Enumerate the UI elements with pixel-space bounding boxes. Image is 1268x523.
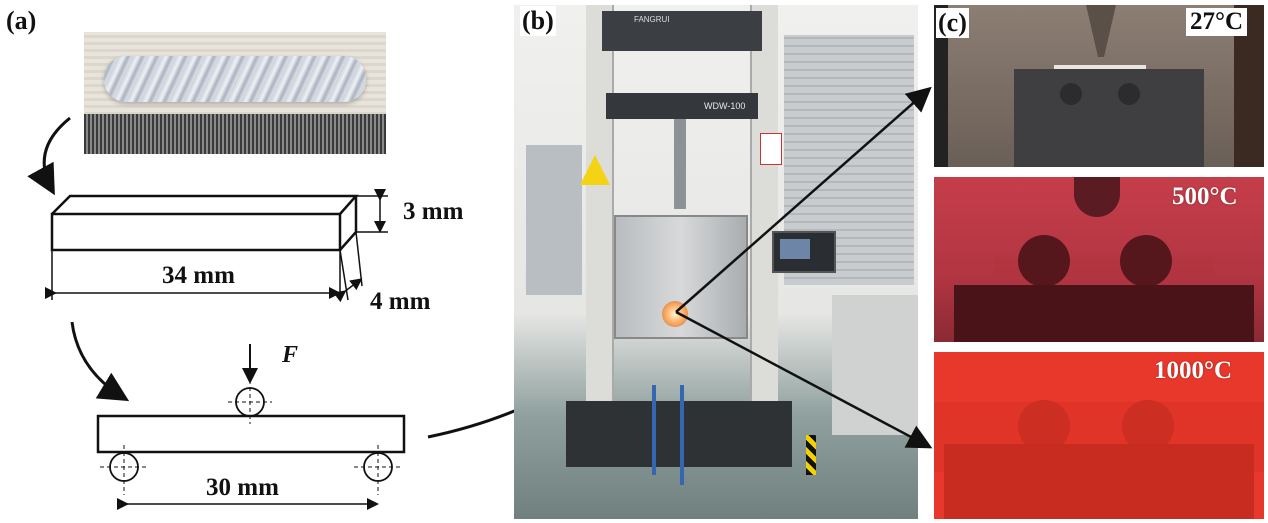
dim-height [356, 189, 388, 233]
height-label: 3 mm [403, 198, 464, 225]
specimen-bar-3d [50, 194, 359, 252]
panel-a-label: (a) [6, 6, 37, 35]
curved-arrow-1 [27, 116, 71, 196]
panel-b-label: (b) [520, 6, 556, 36]
testing-machine-photo: FANGRUI WDW-100 [514, 5, 918, 519]
thermal-photo-500 [934, 177, 1264, 342]
temp-label-1000: 1000°C [1154, 357, 1233, 384]
width-label: 4 mm [370, 288, 431, 315]
fibrous-rod [104, 56, 366, 102]
thermal-photo-1000 [934, 352, 1264, 519]
temp-label-500: 500°C [1172, 183, 1238, 210]
panel-c-label: (c) [936, 8, 969, 38]
temp-label-27: 27°C [1186, 8, 1248, 36]
model-plate: WDW-100 [704, 101, 746, 111]
specimen-photo [84, 32, 386, 154]
schematic-a [27, 116, 520, 510]
length-label: 34 mm [162, 262, 235, 289]
ruler [84, 114, 386, 154]
controller [772, 231, 836, 273]
brand-plate: FANGRUI [634, 15, 670, 24]
dim-width [333, 231, 363, 303]
force-label: F [282, 342, 299, 368]
arrow-to-machine [427, 406, 520, 439]
loading-diagram [96, 344, 406, 510]
curved-arrow-2 [70, 321, 130, 402]
span-label: 30 mm [206, 474, 279, 501]
